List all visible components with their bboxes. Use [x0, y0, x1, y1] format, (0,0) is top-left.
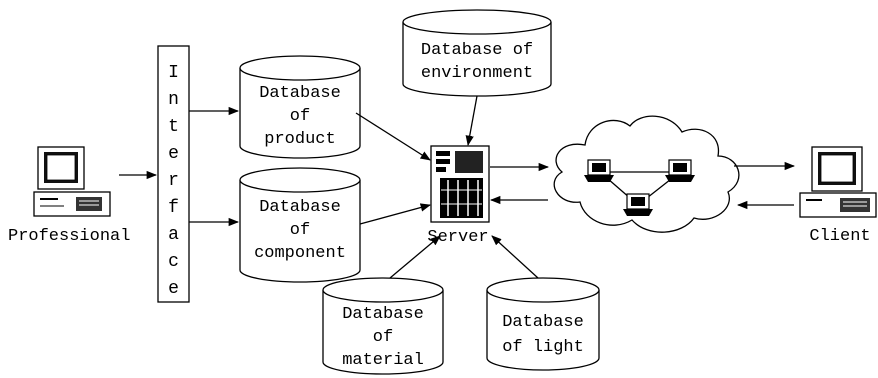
interface-box — [157, 45, 190, 303]
interface-letter: I — [168, 63, 179, 83]
interface-letter: f — [168, 198, 179, 218]
database-light-cylinder — [486, 277, 600, 371]
laptop-icon — [623, 193, 653, 216]
database-product-label: Database — [259, 84, 341, 103]
database-product-cylinder — [239, 55, 361, 159]
database-material-cylinder — [322, 277, 444, 375]
interface-letter: e — [168, 144, 179, 164]
database-product-label: of — [290, 107, 310, 126]
database-material-label: of — [373, 328, 393, 347]
interface-letter: c — [168, 252, 179, 272]
client-label: Client — [809, 227, 870, 246]
arrow-component-db-to-server — [359, 203, 432, 225]
database-component-cylinder — [239, 167, 361, 283]
arrow-material-db-to-server — [389, 235, 441, 279]
database-component-label: Database — [259, 198, 341, 217]
server-label: Server — [427, 228, 488, 247]
database-environment-label: environment — [421, 64, 533, 83]
server-icon — [430, 145, 490, 223]
arrow-environment-db-to-server — [465, 95, 478, 147]
database-environment-label: Database of — [421, 41, 533, 60]
database-material-label: material — [342, 351, 424, 370]
laptop-icon — [665, 159, 695, 182]
laptop-icon — [584, 159, 614, 182]
interface-letter: r — [168, 171, 179, 191]
database-light-label: of light — [502, 338, 584, 357]
professional-label: Professional — [8, 227, 130, 246]
database-material-label: Database — [342, 305, 424, 324]
interface-label: I n t e r f a c e — [168, 63, 179, 299]
database-product-label: product — [264, 130, 335, 149]
interface-letter: e — [168, 279, 179, 299]
interface-letter: t — [168, 117, 179, 137]
database-component-label: component — [254, 244, 346, 263]
database-light-label: Database — [502, 313, 584, 332]
interface-letter: a — [168, 225, 179, 245]
client-computer-icon — [799, 146, 877, 218]
arrow-light-db-to-server — [491, 235, 539, 279]
arrow-product-db-to-server — [355, 112, 431, 161]
professional-computer-icon — [33, 146, 111, 217]
network-cloud-icon — [553, 115, 740, 233]
database-environment-cylinder — [402, 9, 552, 97]
database-component-label: of — [290, 221, 310, 240]
interface-letter: n — [168, 90, 179, 110]
